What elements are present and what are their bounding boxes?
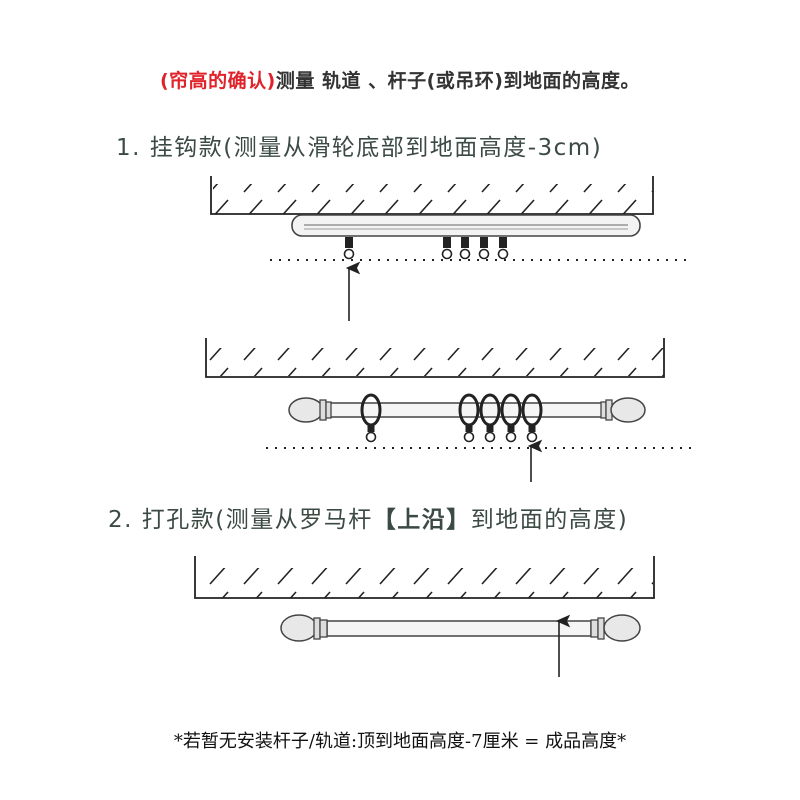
- hook: [343, 237, 355, 260]
- fig3-rod: [280, 614, 641, 642]
- fig1-track: [291, 214, 641, 237]
- fig2-rings: [360, 393, 543, 443]
- fig2-ceiling: [205, 338, 665, 378]
- fig3-ceiling: [194, 556, 655, 599]
- step2-caption: 2. 打孔款(测量从罗马杆【上沿】到地面的高度): [108, 500, 628, 534]
- hook: [497, 237, 509, 260]
- step1-caption: 1. 挂钩款(测量从滑轮底部到地面高度-3cm): [116, 135, 603, 161]
- hook: [459, 237, 471, 260]
- ring: [500, 393, 522, 443]
- fig1-ceiling: [210, 176, 654, 215]
- step2-text-bold: 【上沿】: [372, 507, 471, 533]
- ring: [521, 393, 543, 443]
- title-text: 测量 轨道 、杆子(或吊环)到地面的高度。: [275, 70, 640, 92]
- title-prefix: (帘高的确认): [160, 70, 276, 92]
- fig1-hooks: [343, 237, 509, 260]
- hook: [441, 237, 453, 260]
- step2-text-after: 到地面的高度): [470, 507, 629, 533]
- fig2-rod: [288, 397, 646, 423]
- footer-note: *若暂无安装杆子/轨道:顶到地面高度-7厘米 = 成品高度*: [173, 731, 627, 752]
- hook: [478, 237, 490, 260]
- ring: [360, 393, 382, 443]
- ring: [458, 393, 480, 443]
- page-title: (帘高的确认)测量 轨道 、杆子(或吊环)到地面的高度。: [0, 66, 800, 93]
- ring: [479, 393, 501, 443]
- step2-text-before: 2. 打孔款(测量从罗马杆: [108, 507, 373, 533]
